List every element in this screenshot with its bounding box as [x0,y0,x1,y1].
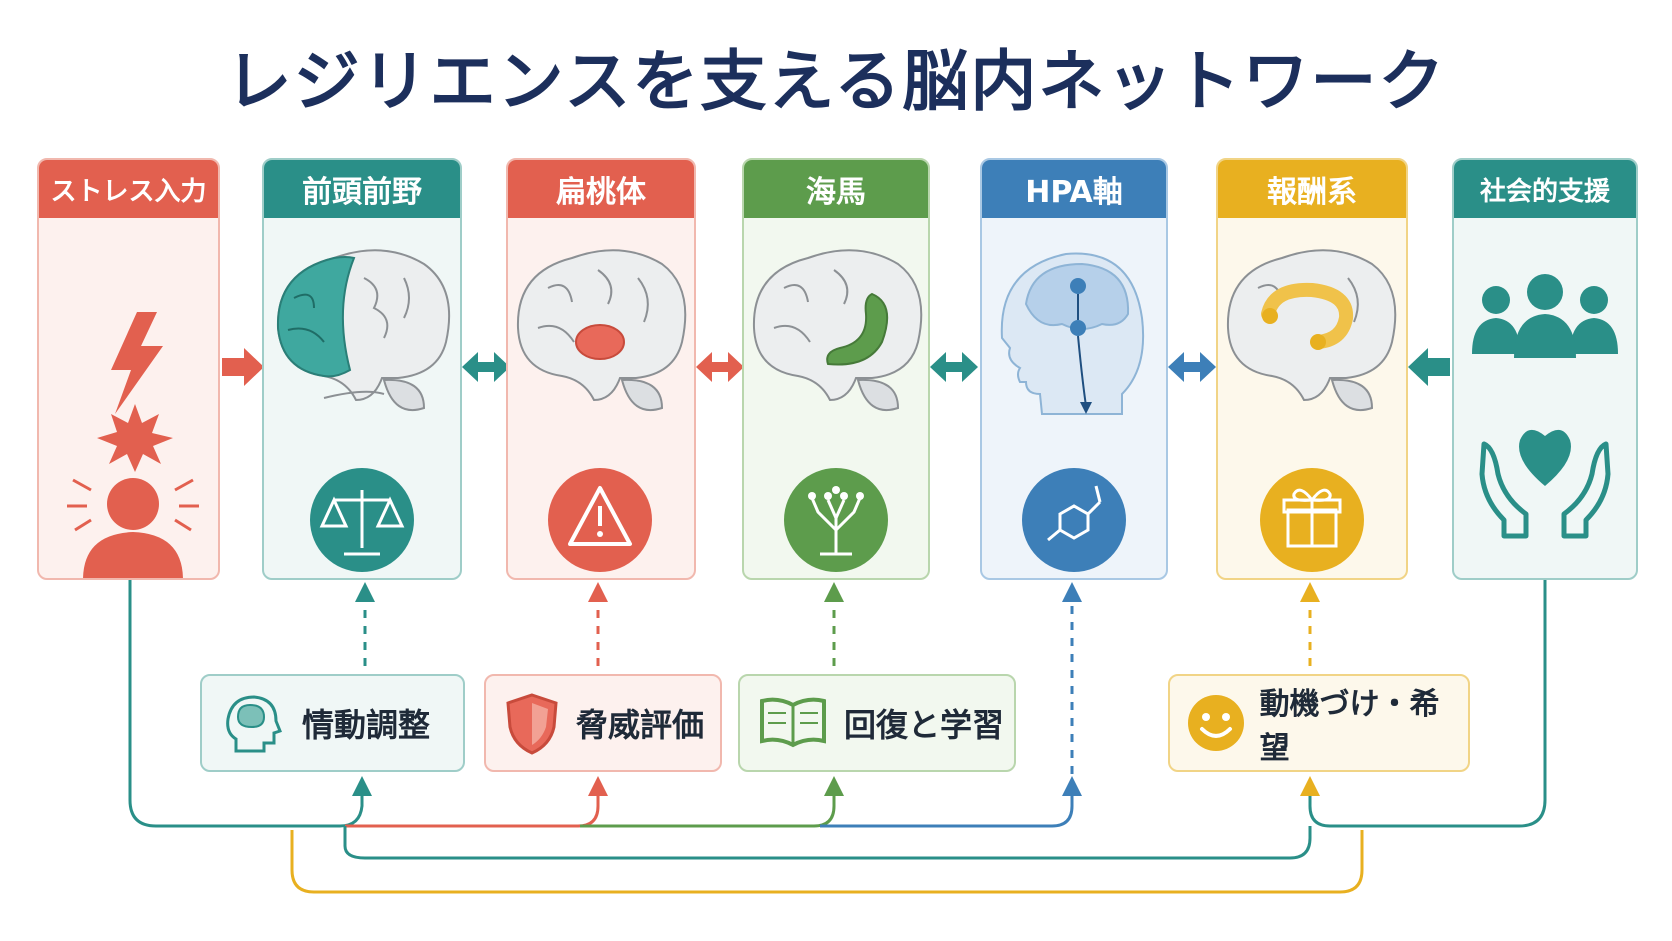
loop-arrowheads [352,776,1320,796]
label-recovery-learning: 回復と学習 [738,674,1016,772]
panel-prefrontal-cortex: 前頭前野 [262,158,462,580]
gift-icon [1260,468,1364,572]
head-profile-icon [1000,252,1145,415]
label-motivation-hope: 動機づけ・希望 [1168,674,1470,772]
arrow-hpa-reward [1168,352,1216,382]
head-brain-icon [226,695,282,753]
panel-header: 扁桃体 [508,160,694,218]
book-icon [760,697,826,748]
heart-hands-icon [1479,429,1611,539]
panel-header: ストレス入力 [39,160,218,218]
label-text: 回復と学習 [844,706,1005,744]
panel-header: 前頭前野 [264,160,460,218]
panel-arrows [222,348,1450,386]
loop-blue [820,790,1074,828]
arrow-social-to-reward [1408,348,1450,386]
loop-teal-right [1308,580,1547,828]
panel-header: 海馬 [744,160,928,218]
panel-header: 社会的支援 [1454,160,1636,218]
loop-green [580,790,836,828]
molecule-icon [1022,468,1126,572]
panel-header: HPA軸 [982,160,1166,218]
label-text: 情動調整 [302,706,431,744]
lightning-icon [111,312,163,414]
stressed-person-icon [67,478,199,578]
label-text: 脅威評価 [576,706,705,744]
dashed-connectors [363,600,1312,790]
label-emotion-regulation: 情動調整 [200,674,465,772]
burst-icon [97,404,173,472]
panel-hpa-axis: HPA軸 [980,158,1168,580]
label-text: 動機づけ・希望 [1259,687,1440,766]
loop-red [345,790,600,828]
loop-teal-middle [343,826,1312,860]
tree-icon [784,468,888,572]
brain-reward-icon [1226,249,1397,411]
arrow-stress-to-pfc [222,348,264,386]
smiley-icon [1188,695,1244,751]
panel-header: 報酬系 [1218,160,1406,218]
scales-icon [310,468,414,572]
panel-social-support: 社会的支援 [1452,158,1638,580]
brain-amygdala-icon [516,249,687,411]
warning-icon [548,468,652,572]
page-title: レジリエンスを支える脳内ネットワーク [225,43,1447,120]
brain-prefrontal-icon [276,249,451,411]
loop-yellow [290,830,1364,894]
group-people-icon [1472,274,1618,358]
arrow-hippocampus-hpa [930,352,978,382]
panel-stress-input: ストレス入力 [37,158,220,580]
arrow-pfc-amygdala [462,352,510,382]
shield-icon [506,693,558,755]
dashed-arrowheads [355,582,1320,602]
panel-amygdala: 扁桃体 [506,158,696,580]
brain-hippocampus-icon [752,249,923,411]
panel-hippocampus: 海馬 [742,158,930,580]
loop-teal-left [128,580,364,828]
panel-reward-system: 報酬系 [1216,158,1408,580]
arrow-amygdala-hippocampus [696,352,744,382]
label-threat-assessment: 脅威評価 [484,674,722,772]
